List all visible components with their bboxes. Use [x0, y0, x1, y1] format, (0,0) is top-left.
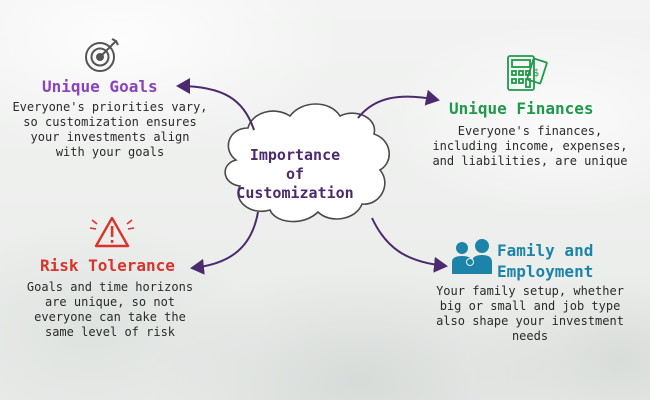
text-line: with your goals: [55, 145, 165, 159]
center-title: Importance of Customization: [230, 146, 360, 203]
text-line: Everyone's finances,: [457, 124, 603, 138]
warning-icon: [89, 216, 135, 248]
arrow-to-risk-tolerance: [190, 211, 259, 275]
center-line: of: [285, 165, 305, 183]
arrow-to-unique-finances: [357, 89, 440, 119]
center-cloud-shape: [224, 103, 390, 223]
text-line: so customization ensures: [23, 115, 197, 129]
text-line: your investments align: [30, 130, 190, 144]
text-line: everyone can take the: [34, 310, 186, 324]
calculator-icon: $: [507, 55, 548, 91]
node-risk-tolerance-text: Goals and time horizons are unique, so n…: [10, 280, 210, 340]
node-unique-finances-text: Everyone's finances, including income, e…: [420, 124, 640, 169]
center-line: Customization: [236, 184, 354, 202]
text-line: Goals and time horizons: [26, 280, 194, 294]
svg-text:$: $: [533, 68, 539, 79]
center-line: Importance: [249, 146, 341, 164]
text-line: Everyone's priorities vary,: [12, 100, 208, 114]
text-line: and liabilities, are unique: [432, 154, 628, 168]
node-family-employment-title: Family and Employment: [497, 240, 593, 282]
text-line: including income, expenses,: [432, 139, 628, 153]
arrow-to-unique-goals: [176, 78, 255, 131]
node-risk-tolerance-title: Risk Tolerance: [40, 256, 175, 275]
node-unique-goals-text: Everyone's priorities vary, so customiza…: [10, 100, 210, 160]
arrow-to-family-employment: [371, 217, 448, 273]
text-line: are unique, so not: [44, 295, 176, 309]
title-line: Employment: [497, 262, 594, 281]
text-line: needs: [511, 329, 549, 343]
family-icon: [452, 239, 492, 274]
title-line: Family and: [497, 241, 594, 260]
text-line: same level of risk: [44, 325, 176, 339]
target-icon: [85, 38, 119, 72]
text-line: big or small and job type: [439, 299, 621, 313]
text-line: also shape your investment: [436, 314, 624, 328]
node-unique-finances-title: Unique Finances: [449, 99, 594, 118]
text-line: Your family setup, whether: [436, 284, 624, 298]
node-unique-goals-title: Unique Goals: [42, 77, 158, 96]
node-family-employment-text: Your family setup, whether big or small …: [420, 284, 640, 344]
